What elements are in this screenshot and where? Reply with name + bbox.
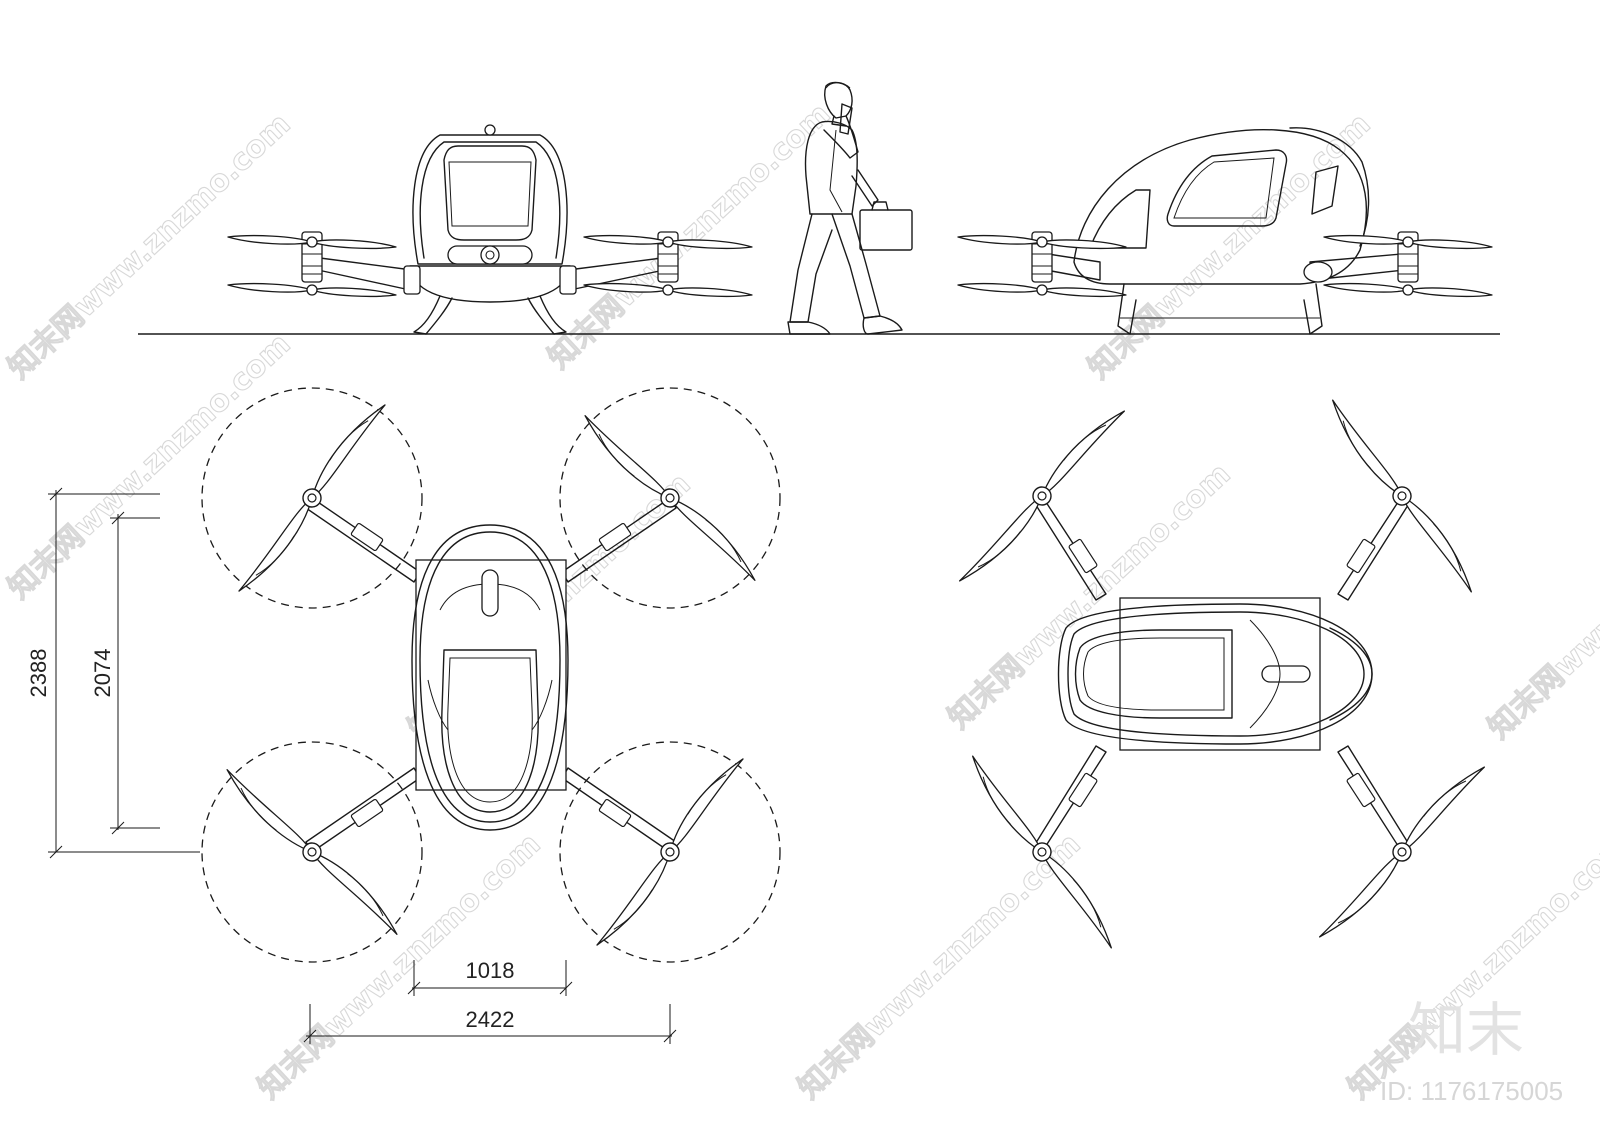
rotor-sweep-circle [201,387,423,609]
dimension-label-2422: 2422 [466,1007,515,1032]
dimension-overall-width: 2422 [303,1004,677,1044]
watermark-text: 知末网www.znzmo.com [1482,467,1600,746]
dimension-label-1018: 1018 [466,958,515,983]
watermark-text: 知末网www.znzmo.com [1082,107,1378,386]
front-elevation [227,124,753,335]
dimension-label-2388: 2388 [26,649,51,698]
dimension-body-height: 2074 [90,511,160,835]
brand-id: ID: 1176175005 [1380,1076,1563,1106]
watermark-text: 知末网www.znzmo.com [2,327,298,606]
rotor-sweep-circle [559,387,781,609]
rotor-sweep-circle [559,741,781,963]
dimension-overall-height: 2388 [26,487,200,859]
watermark-text: 知末网www.znzmo.com [792,827,1088,1106]
human-scale-figure [787,81,913,335]
rotor-sweep-circle [201,741,423,963]
side-elevation [957,127,1493,335]
watermark-text: 知末网www.znzmo.com [2,107,298,386]
top-view [943,387,1501,961]
dimension-label-2074: 2074 [90,649,115,698]
dimension-body-width: 1018 [407,958,573,996]
brand-logo: 知末 [1408,996,1524,1064]
plan-view-dimensioned: 2388 2074 1018 2422 [26,387,781,1044]
